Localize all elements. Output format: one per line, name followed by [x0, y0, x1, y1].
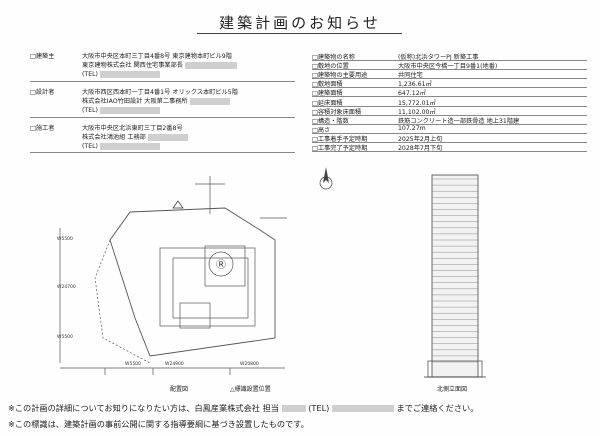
- divider: [312, 87, 587, 89]
- divider: [312, 114, 587, 116]
- info-label: □構造・階数: [312, 117, 349, 125]
- north-elevation: [424, 174, 486, 378]
- plan-caption: 配置図: [170, 386, 189, 393]
- info-value: 2028年7月下旬: [398, 145, 443, 152]
- elevation-caption: 北側立面図: [437, 386, 468, 393]
- redacted-block: [331, 405, 394, 412]
- designer-section: □設計者 大阪市西区西本町一丁目4番1号 オリックス本町ビル5階 株式会社IAO…: [30, 88, 300, 118]
- contractor-tel: (TEL): [82, 142, 188, 151]
- divider: [312, 151, 587, 152]
- dimension-label: W20800: [240, 361, 259, 367]
- divider: [30, 152, 295, 153]
- info-value: 107.27m: [398, 124, 426, 132]
- divider: [312, 132, 587, 134]
- divider: [30, 81, 295, 82]
- site-plan: Ⓡ W5500 W24700 W5500 W5500 W24900 W20800: [57, 176, 287, 375]
- dimension-label: W5500: [125, 361, 141, 367]
- dimension-label: W5500: [57, 334, 73, 340]
- owner-value: 大阪市中央区本町三丁目4番8号 東京建物本町ビル9階 東京建物株式会社 関西住宅…: [82, 52, 237, 79]
- info-value: (仮称)北浜タワーPJ 新築工事: [398, 54, 479, 61]
- title-underline: [197, 33, 402, 34]
- info-label: □敷地面積: [312, 81, 343, 89]
- designer-address: 大阪市西区西本町一丁目4番1号 オリックス本町ビル5階: [82, 89, 238, 96]
- divider: [30, 117, 295, 118]
- contractor-value: 大阪市中央区北浜東町三丁目2番8号 株式会社鴻池組 工務部 (TEL): [82, 124, 188, 151]
- contractor-address: 大阪市中央区北浜東町三丁目2番8号: [82, 125, 183, 132]
- redacted-block: [281, 405, 306, 412]
- designer-label: □設計者: [30, 89, 55, 96]
- info-label: □工事着手予定時期: [312, 135, 368, 143]
- divider: [312, 60, 587, 61]
- footer-note: ※この標識は、建築計画の事前公開に関する指導要綱に基づき設置したものです。: [8, 419, 309, 429]
- info-value: 15,772.01㎡: [398, 99, 436, 107]
- info-label: □容積対象床面積: [312, 108, 362, 116]
- divider: [312, 141, 587, 143]
- divider: [312, 105, 587, 107]
- info-value: 1,236.61㎡: [398, 81, 432, 89]
- dimension-label: W24900: [165, 361, 184, 367]
- info-label: □敷地の位置: [312, 63, 349, 71]
- designer-tel: (TEL): [82, 106, 238, 115]
- sign-position-caption: △標識設置位置: [230, 386, 271, 393]
- redacted-block: [189, 97, 230, 105]
- info-value: 鉄筋コンクリート造一部鉄骨造 地上31階建: [398, 117, 520, 125]
- owner-tel: (TEL): [82, 70, 237, 79]
- info-value: 大阪市中央区今橋一丁目9番1(地番): [398, 63, 498, 71]
- contractor-name: 株式会社鴻池組 工務部: [82, 133, 188, 142]
- info-label: □建築物の主要用途: [312, 72, 368, 80]
- designer-name: 株式会社IAO竹田設計 大阪第二事務所: [82, 97, 238, 106]
- parking-icon: Ⓡ: [216, 259, 226, 271]
- info-value: 共同住宅: [398, 72, 423, 80]
- divider: [312, 78, 587, 80]
- info-label: □建築面積: [312, 90, 343, 98]
- divider: [312, 96, 587, 98]
- redacted-block: [99, 142, 160, 150]
- designer-value: 大阪市西区西本町一丁目4番1号 オリックス本町ビル5階 株式会社IAO竹田設計 …: [82, 88, 238, 115]
- redacted-block: [99, 106, 160, 114]
- page-title: 建築計画のお知らせ: [219, 14, 381, 32]
- dimension-label: W24700: [57, 284, 76, 290]
- owner-label: □建築主: [30, 53, 55, 60]
- info-value: 2025年2月上旬: [398, 135, 443, 143]
- contractor-section: □施工者 大阪市中央区北浜東町三丁目2番8号 株式会社鴻池組 工務部 (TEL): [30, 124, 300, 154]
- footer-tel-label: (TEL): [308, 403, 330, 413]
- info-label: □高さ: [312, 126, 331, 134]
- info-label: □建築物の名称: [312, 54, 355, 61]
- divider: [312, 69, 587, 71]
- redacted-block: [99, 70, 160, 78]
- footer-contact: ※この計画の詳細についてお知りになりたい方は、白鳳産業株式会社 担当 (TEL)…: [8, 402, 478, 414]
- footer-contact-suffix: までご連絡ください。: [396, 403, 479, 413]
- owner-name: 東京建物株式会社 関西住宅事業部長: [82, 61, 237, 70]
- info-value: 647.12㎡: [398, 90, 426, 98]
- owner-section: □建築主 大阪市中央区本町三丁目4番8号 東京建物本町ビル9階 東京建物株式会社…: [30, 52, 300, 82]
- owner-address: 大阪市中央区本町三丁目4番8号 東京建物本町ビル9階: [82, 53, 232, 60]
- north-arrow-icon: [319, 167, 333, 190]
- info-label: □延床面積: [312, 99, 343, 107]
- sign-position-marker: [172, 200, 184, 209]
- footer-contact-text: ※この計画の詳細についてお知りになりたい方は、白鳳産業株式会社 担当: [8, 403, 279, 413]
- dimension-label: W5500: [57, 236, 73, 242]
- info-value: 11,102.00㎡: [398, 108, 436, 116]
- redacted-block: [147, 133, 188, 141]
- contractor-label: □施工者: [30, 125, 55, 132]
- info-label: □工事完了予定時期: [312, 145, 368, 152]
- divider: [312, 123, 587, 125]
- redacted-block: [184, 61, 237, 69]
